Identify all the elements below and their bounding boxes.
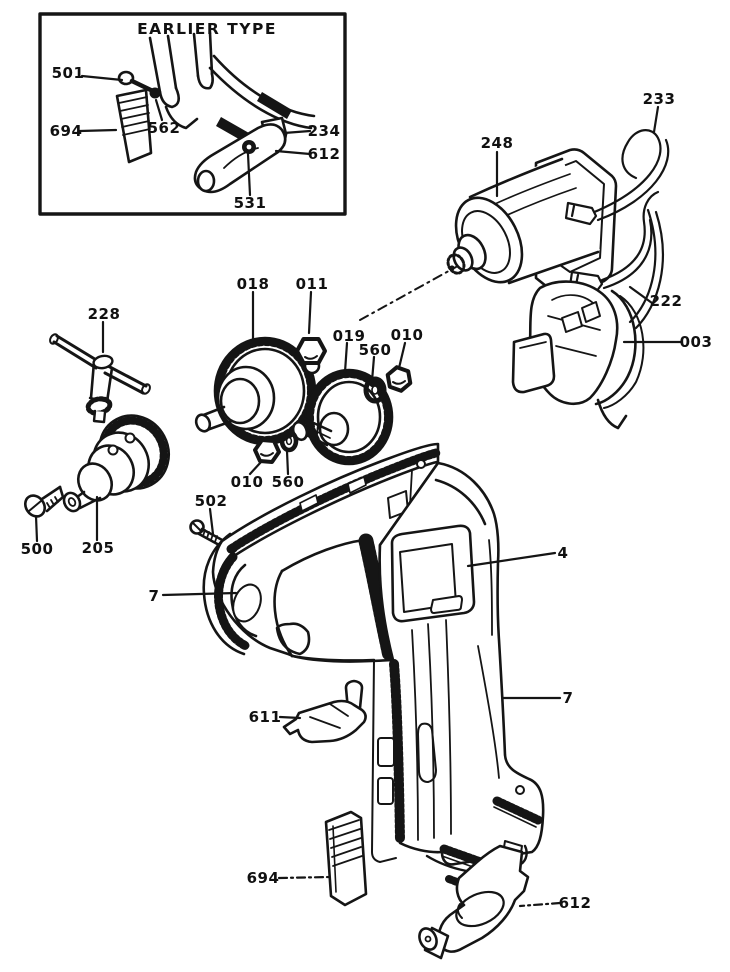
- assembly-axis-line: [359, 266, 457, 321]
- part-label-205: 205: [81, 539, 115, 557]
- part-label-560-upper: 560: [358, 341, 392, 359]
- part-003-switch: [511, 280, 645, 430]
- part-label-4: 4: [557, 544, 569, 562]
- part-010-nut-upper: [385, 365, 413, 393]
- part-label-011: 011: [295, 275, 329, 293]
- inset-housing-rim: [208, 54, 316, 142]
- part-010-nut-lower: [253, 438, 281, 464]
- part-label-018: 018: [236, 275, 270, 293]
- part-011-nut: [295, 337, 327, 365]
- part-label-248: 248: [480, 134, 514, 152]
- part-562-housing-neck: [148, 31, 214, 130]
- part-label-502: 502: [194, 492, 228, 510]
- part-560-washer-upper: [363, 376, 387, 404]
- part-label-612-lower: 612: [558, 894, 592, 912]
- part-label-228: 228: [87, 305, 121, 323]
- part-018-gear: [194, 336, 321, 446]
- part-label-7-left: 7: [148, 587, 160, 605]
- part-611-lever: [282, 679, 367, 744]
- part-label-7-right: 7: [562, 689, 574, 707]
- part-label-019: 019: [332, 327, 366, 345]
- part-694-plate-lower: [324, 810, 368, 907]
- part-label-562: 562: [147, 119, 181, 137]
- part-label-222: 222: [649, 292, 683, 310]
- part-label-500: 500: [20, 540, 54, 558]
- part-label-233: 233: [642, 90, 676, 108]
- part-694-plate-inset: [115, 88, 153, 164]
- part-248-motor: [446, 148, 618, 299]
- part-label-501: 501: [51, 64, 85, 82]
- part-502-screw: [189, 519, 226, 548]
- part-label-560-lower: 560: [271, 473, 305, 491]
- part-label-611: 611: [248, 708, 282, 726]
- leader-lines: [34, 74, 683, 908]
- part-label-694-inset: 694: [49, 122, 83, 140]
- part-label-234: 234: [307, 122, 341, 140]
- part-label-531: 531: [233, 194, 267, 212]
- part-228-chuck-key: [49, 333, 151, 424]
- part-205-chuck: [62, 414, 170, 513]
- part-7-housing-front-half: [378, 461, 545, 874]
- part-4-badge: [390, 524, 476, 623]
- part-label-003: 003: [679, 333, 713, 351]
- part-500-screw: [23, 485, 65, 518]
- inset-earlier-type-box: [38, 12, 347, 216]
- part-label-010-lower: 010: [230, 473, 264, 491]
- part-612-clamp-plate-lower: [418, 844, 530, 960]
- part-560-washer-lower: [279, 429, 299, 453]
- inset-title: EARLIER TYPE: [137, 20, 277, 38]
- part-label-612-inset: 612: [307, 145, 341, 163]
- part-label-010-upper: 010: [390, 326, 424, 344]
- switch-trigger: [511, 332, 556, 394]
- part-label-694-lower: 694: [246, 869, 280, 887]
- housing-inner-frame: [371, 659, 397, 863]
- part-612-clamp-plate-inset: [193, 123, 287, 194]
